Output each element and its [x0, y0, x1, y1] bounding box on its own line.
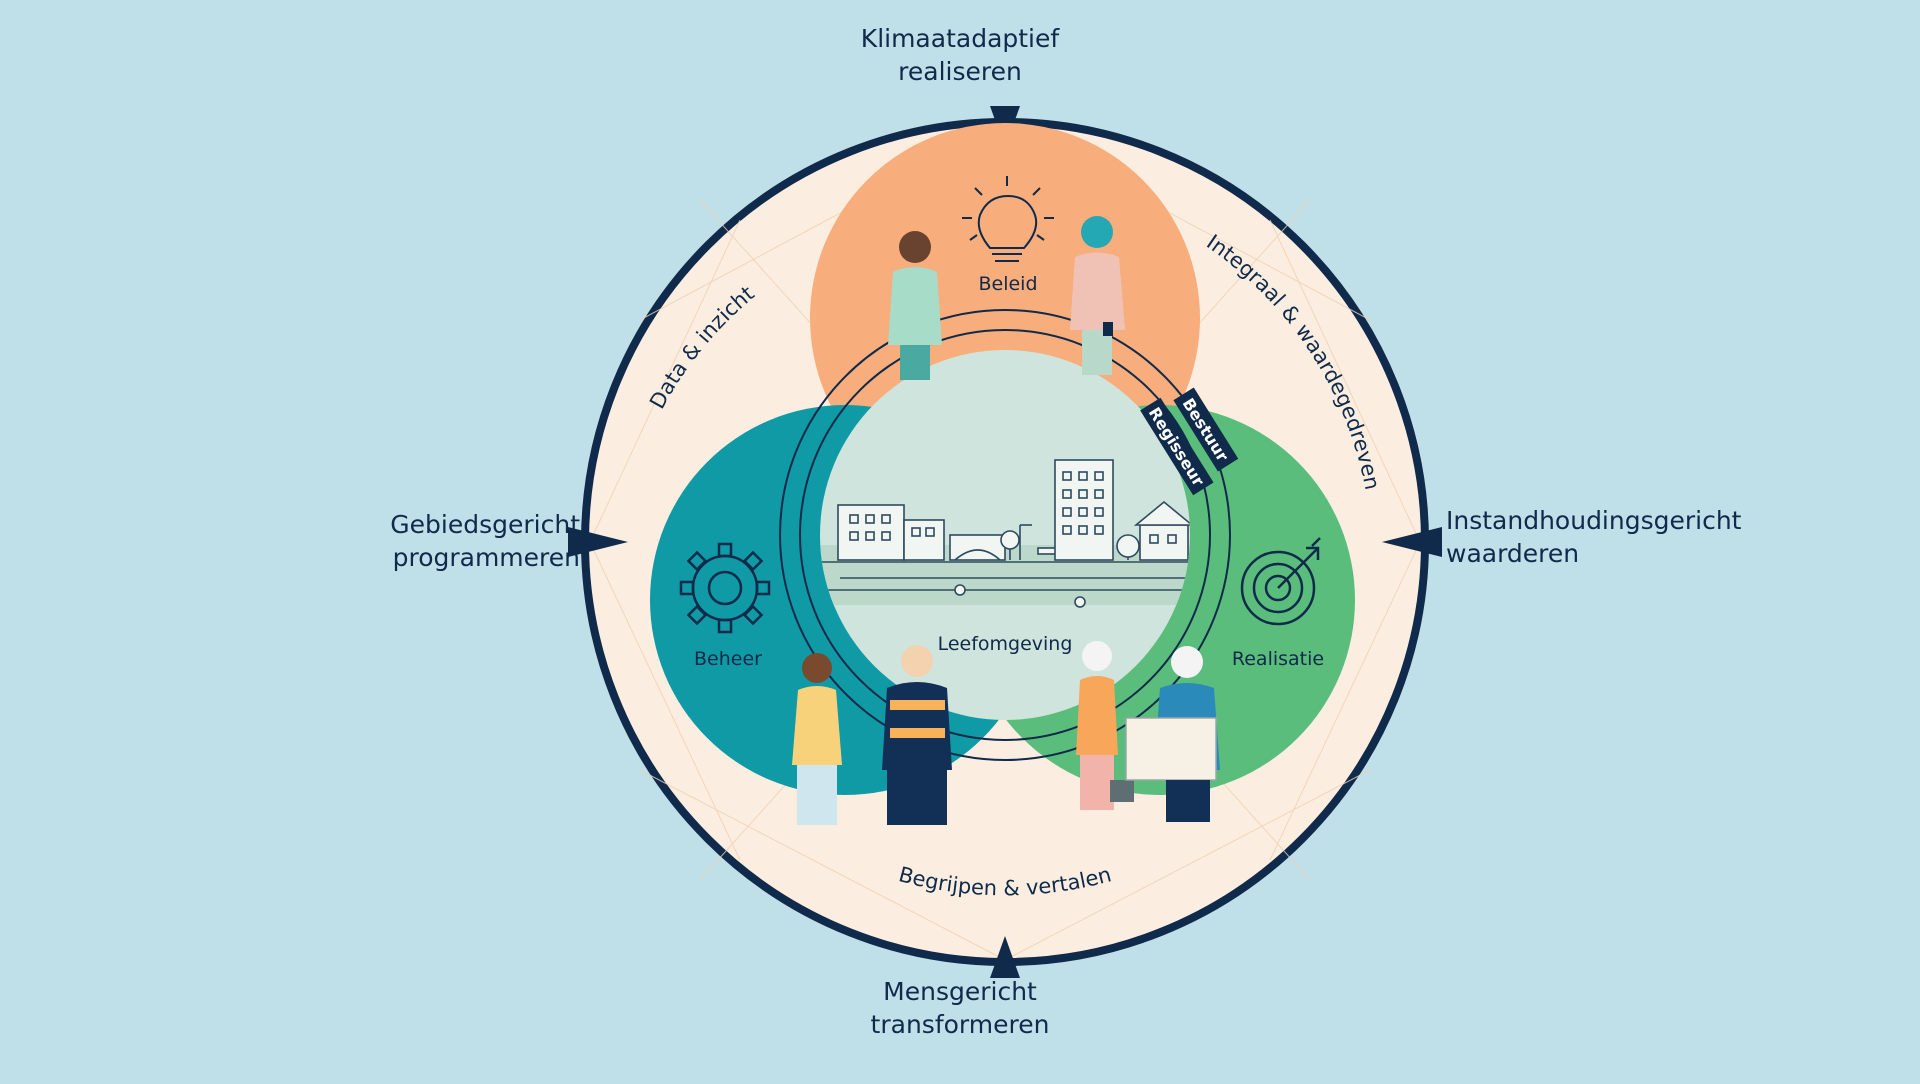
person-beheer-left [792, 653, 842, 825]
beleid-label: Beleid [978, 273, 1037, 295]
compass-east-line2: waarderen [1446, 539, 1580, 568]
compass-west-line1: Gebiedsgericht [390, 510, 580, 539]
compass-south-line2: transformeren [870, 1010, 1050, 1039]
compass-north-line1: Klimaatadaptief [860, 24, 1060, 53]
person-beleid-left [888, 231, 942, 380]
target-icon [1240, 537, 1321, 626]
city-illustration [820, 459, 1190, 608]
lightbulb-icon [962, 176, 1054, 262]
compass-label-south: Mensgericht transformeren [0, 975, 1920, 1041]
person-beleid-right [1070, 216, 1125, 375]
compass-north-line2: realiseren [898, 57, 1022, 86]
person-realisatie-left [1076, 641, 1134, 810]
west-pointer [568, 527, 628, 557]
compass-label-north: Klimaatadaptief realiseren [0, 22, 1920, 88]
beheer-label: Beheer [694, 648, 762, 670]
orbit-inner [799, 329, 1211, 741]
south-pointer [990, 936, 1020, 978]
orbit-outer [779, 309, 1231, 761]
compass-east-line1: Instandhoudingsgericht [1446, 506, 1742, 535]
realisatie-label: Realisatie [1232, 648, 1324, 670]
compass-label-west: Gebiedsgericht programmeren [260, 508, 580, 574]
compass-label-east: Instandhoudingsgericht waarderen [1446, 504, 1786, 570]
person-realisatie-right [1125, 646, 1220, 822]
leefomgeving-label: Leefomgeving [938, 633, 1073, 655]
person-beheer-right [882, 645, 952, 825]
compass-west-line2: programmeren [392, 543, 580, 572]
compass-south-line1: Mensgericht [883, 977, 1037, 1006]
gear-icon [679, 542, 771, 634]
east-pointer [1382, 527, 1442, 557]
